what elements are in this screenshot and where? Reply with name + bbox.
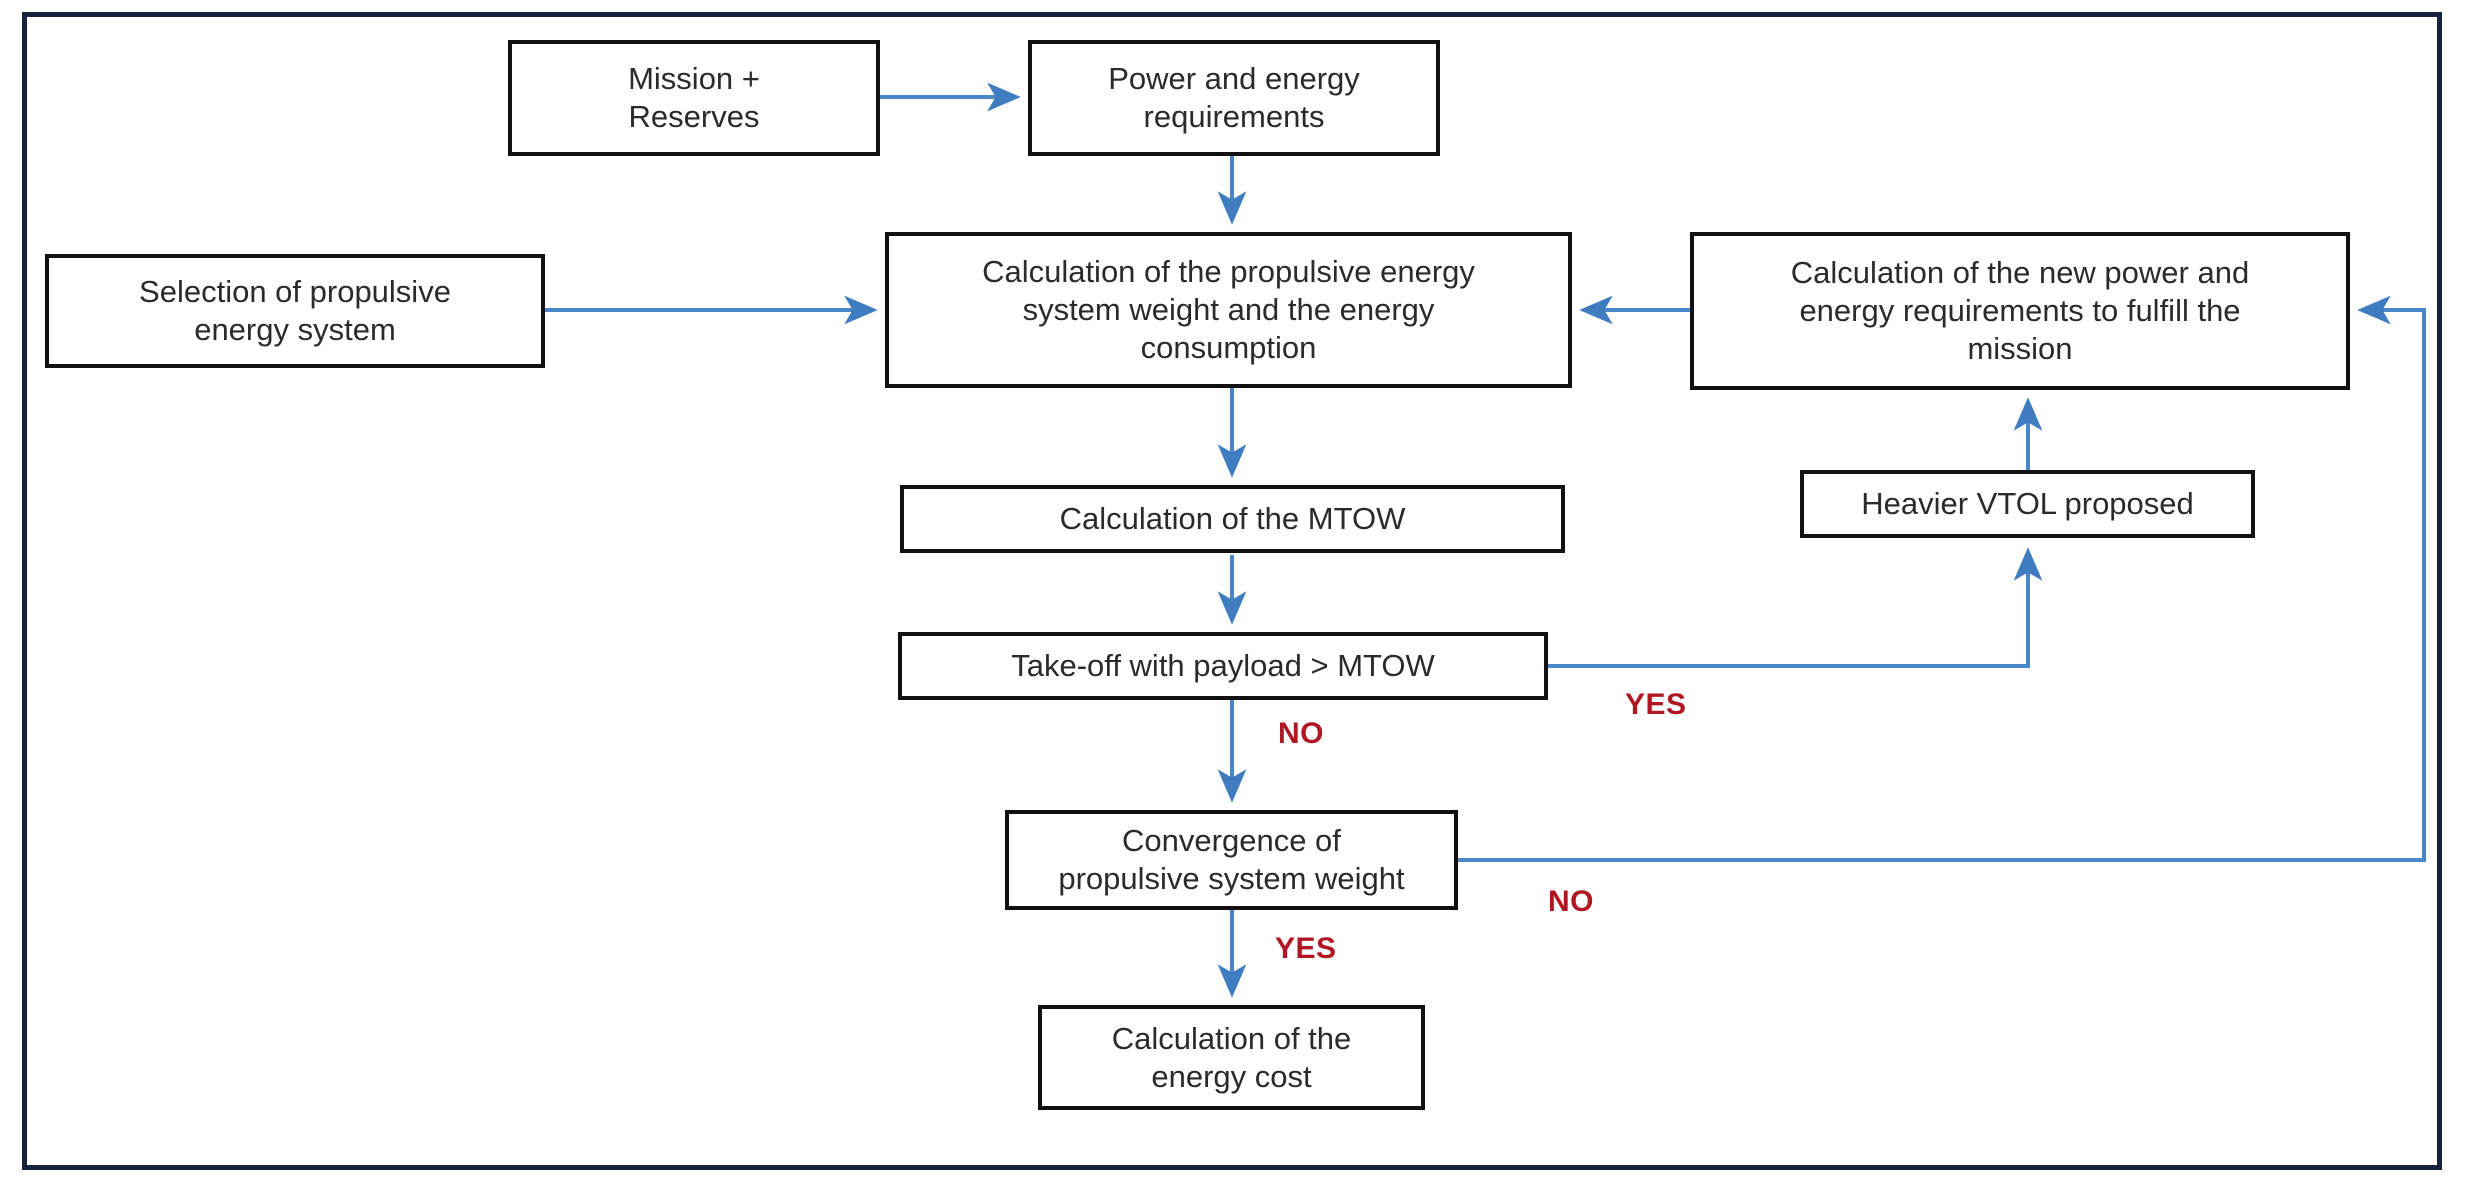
node-calculation-mtow[interactable]: Calculation of the MTOW <box>900 485 1565 553</box>
node-convergence-propulsive-system-weight[interactable]: Convergence of propulsive system weight <box>1005 810 1458 910</box>
node-convergence-line2: propulsive system weight <box>1058 861 1405 896</box>
node-mission[interactable]: Mission + Reserves <box>508 40 880 156</box>
node-heavier-vtol-label: Heavier VTOL proposed <box>1861 486 2194 522</box>
edge-label-takeoff-yes: YES <box>1625 688 1687 721</box>
node-takeoff-with-payload[interactable]: Take-off with payload > MTOW <box>898 632 1548 700</box>
diagram-frame <box>22 12 2442 1170</box>
node-energycost-line1: Calculation of the <box>1111 1020 1352 1056</box>
edge-label-takeoff-no: NO <box>1278 717 1324 750</box>
node-selection-line2: energy system <box>194 312 396 347</box>
node-energycost-line2: energy cost <box>1151 1058 1312 1094</box>
node-mission-line1: Mission + <box>628 61 760 97</box>
node-mission-line2: Reserves <box>628 99 760 134</box>
node-power-requirements[interactable]: Power and energy requirements <box>1028 40 1440 156</box>
node-calcweight-line2: system weight and the energy <box>1022 292 1435 328</box>
node-calcweight-line3: consumption <box>1140 329 1317 365</box>
node-newpower-line2: energy requirements to fulfill the <box>1799 293 2241 329</box>
node-convergence-line1: Convergence of <box>1122 823 1341 859</box>
edge-label-convergence-no: NO <box>1548 885 1594 918</box>
edge-label-convergence-yes: YES <box>1275 932 1337 965</box>
node-selection-propulsive-energy-system[interactable]: Selection of propulsive energy system <box>45 254 545 368</box>
node-calculation-propulsive-energy-weight[interactable]: Calculation of the propulsive energy sys… <box>885 232 1572 388</box>
node-newpower-line1: Calculation of the new power and <box>1790 255 2250 291</box>
node-calcweight-line1: Calculation of the propulsive energy <box>982 254 1475 290</box>
node-takeoff-label: Take-off with payload > MTOW <box>1011 648 1435 684</box>
node-power-requirements-line2: requirements <box>1143 99 1325 134</box>
node-selection-line1: Selection of propulsive <box>139 274 451 310</box>
node-calculation-energy-cost[interactable]: Calculation of the energy cost <box>1038 1005 1425 1110</box>
node-calculation-new-power-requirements[interactable]: Calculation of the new power and energy … <box>1690 232 2350 390</box>
node-calculation-mtow-label: Calculation of the MTOW <box>1059 501 1406 537</box>
node-newpower-line3: mission <box>1967 330 2073 366</box>
node-heavier-vtol-proposed[interactable]: Heavier VTOL proposed <box>1800 470 2255 538</box>
node-power-requirements-line1: Power and energy <box>1108 61 1360 97</box>
